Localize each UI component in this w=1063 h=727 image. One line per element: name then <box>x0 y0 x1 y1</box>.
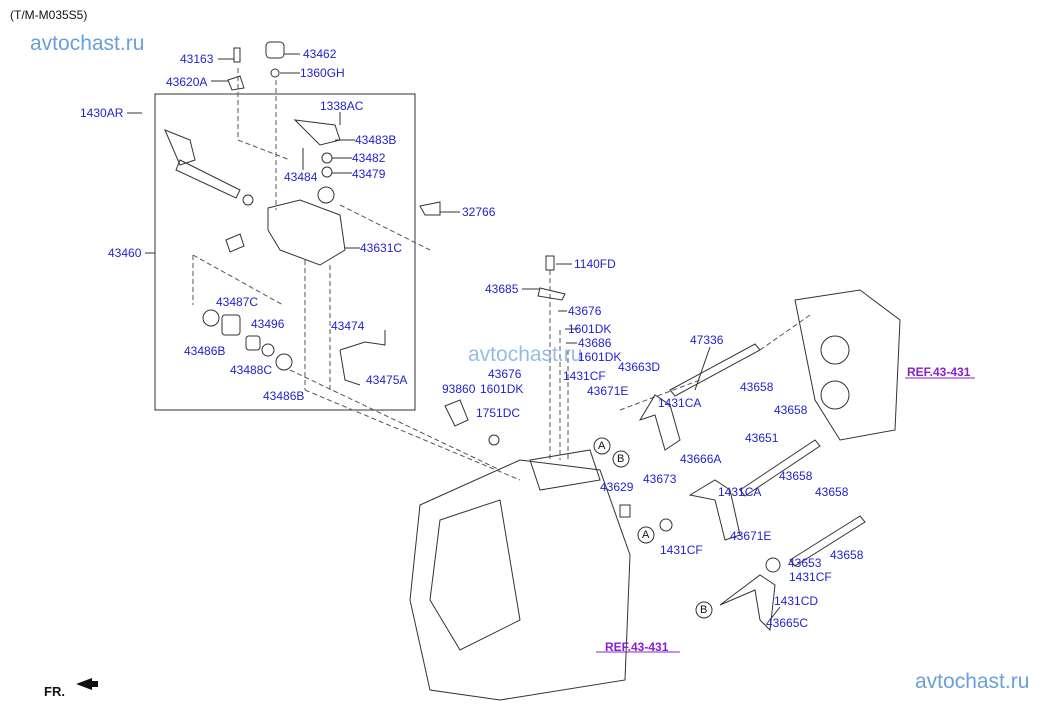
part-label[interactable]: 43658 <box>815 485 849 499</box>
part-label[interactable]: 43487C <box>216 295 259 309</box>
part-label[interactable]: 1601DK <box>578 350 622 364</box>
part-label[interactable]: 32766 <box>462 205 496 219</box>
part-label[interactable]: 43658 <box>740 380 774 394</box>
shift-rod-43653 <box>789 515 866 567</box>
front-label: FR. <box>44 684 65 699</box>
part-label[interactable]: 43658 <box>779 469 813 483</box>
part-label[interactable]: 43676 <box>568 304 602 318</box>
part-label[interactable]: 43671E <box>587 384 629 398</box>
shift-fork <box>638 394 681 451</box>
shift-fork <box>719 574 776 632</box>
callout-b: B <box>617 453 625 465</box>
part-label[interactable]: 43629 <box>600 480 634 494</box>
part-label[interactable]: 47336 <box>690 333 724 347</box>
part-label[interactable]: 43486B <box>184 344 226 358</box>
part-label[interactable]: 1431CD <box>774 594 819 608</box>
part-label[interactable]: 43460 <box>108 246 142 260</box>
front-arrow-icon <box>76 678 98 690</box>
part-label[interactable]: 43665C <box>766 616 809 630</box>
part-label[interactable]: 43486B <box>263 389 305 403</box>
part-label[interactable]: 43666A <box>680 452 722 466</box>
shift-rod-43651 <box>739 439 821 497</box>
part-label[interactable]: 43462 <box>303 47 337 61</box>
part-label[interactable]: 1338AC <box>320 99 364 113</box>
callout-b: B <box>700 604 708 616</box>
diagram-code: (T/M-M035S5) <box>10 8 88 22</box>
part-label[interactable]: 1431CA <box>658 396 702 410</box>
ref-label[interactable]: REF.43-431 <box>605 640 669 654</box>
callout-a: A <box>598 440 606 452</box>
shift-rod-47336 <box>669 343 761 397</box>
watermark: avtochast.ru <box>30 32 145 55</box>
part-label[interactable]: 43484 <box>284 170 318 184</box>
part-label[interactable]: 43671E <box>730 529 772 543</box>
part-label[interactable]: 43496 <box>251 317 285 331</box>
part-label[interactable]: 1430AR <box>80 106 124 120</box>
part-label[interactable]: 43673 <box>643 472 677 486</box>
part-label[interactable]: 43676 <box>488 367 522 381</box>
adapter-plate <box>794 289 901 441</box>
part-shapes <box>164 41 901 701</box>
ref-label[interactable]: REF.43-431 <box>907 365 971 379</box>
part-label[interactable]: 1140FD <box>574 257 616 271</box>
part-label[interactable]: 1601DK <box>480 382 524 396</box>
callout-a: A <box>642 529 650 541</box>
callout-circles <box>593 437 713 619</box>
part-label[interactable]: 1431CF <box>660 543 703 557</box>
part-label[interactable]: 43620A <box>166 75 208 89</box>
leader-lines <box>127 53 975 653</box>
part-label[interactable]: 43488C <box>230 363 273 377</box>
part-label[interactable]: 43475A <box>366 373 408 387</box>
watermark: avtochast.ru <box>468 343 583 366</box>
part-label[interactable]: 43163 <box>180 52 214 66</box>
part-label[interactable]: 43479 <box>352 167 386 181</box>
part-label[interactable]: 43658 <box>830 548 864 562</box>
part-label[interactable]: 1431CA <box>718 485 762 499</box>
watermark: avtochast.ru <box>915 670 1030 693</box>
leader-dashes <box>192 68 811 481</box>
part-label[interactable]: 43474 <box>331 319 365 333</box>
part-label[interactable]: 1360GH <box>300 66 345 80</box>
part-label[interactable]: 43651 <box>745 431 779 445</box>
part-label[interactable]: 43483B <box>355 133 397 147</box>
part-label[interactable]: 43653 <box>788 556 822 570</box>
part-label[interactable]: 43663D <box>618 360 661 374</box>
part-label[interactable]: 1431CF <box>563 369 606 383</box>
part-label[interactable]: 1431CF <box>789 570 832 584</box>
part-label[interactable]: 93860 <box>442 382 476 396</box>
assembly-box <box>154 93 416 411</box>
part-label[interactable]: 1601DK <box>568 322 612 336</box>
part-label[interactable]: 43658 <box>774 403 808 417</box>
transmission-housing <box>409 459 631 701</box>
part-label[interactable]: 1751DC <box>476 406 521 420</box>
part-label[interactable]: 43685 <box>485 282 519 296</box>
shift-fork <box>688 479 741 541</box>
part-label[interactable]: 43631C <box>360 241 403 255</box>
part-label[interactable]: 43482 <box>352 151 386 165</box>
part-label[interactable]: 43686 <box>578 336 612 350</box>
